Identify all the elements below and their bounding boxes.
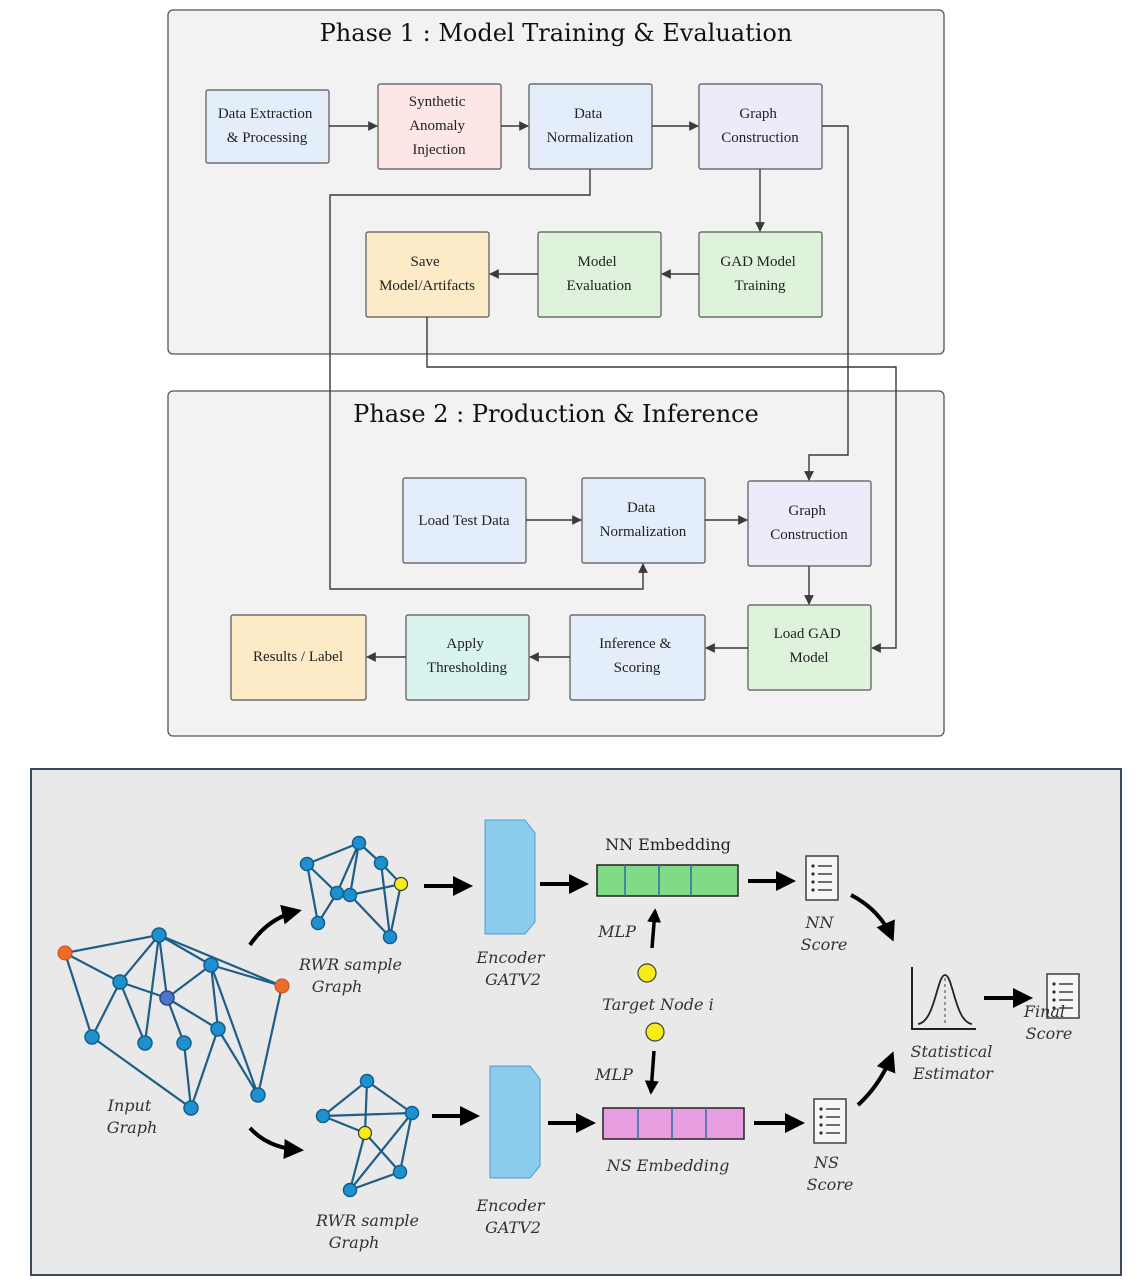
svg-text:Final Score: Final Score <box>1023 1002 1072 1043</box>
box-load-test-data: Load Test Data <box>402 477 527 564</box>
encoder-bottom: Encoder GATV2 <box>475 1065 549 1237</box>
box-inference-scoring: Inference & Scoring <box>569 614 706 701</box>
target-node-section: MLP Target Node i MLP <box>594 922 714 1084</box>
svg-text:Load Test Data: Load Test Data <box>418 513 509 529</box>
document-list-icon <box>813 1098 847 1144</box>
box-graph-construction-p1: Graph Construction <box>698 83 823 170</box>
svg-text:Data Normalization: Data Normalization <box>600 500 687 540</box>
box-data-extraction: Data Extraction & Processing <box>205 89 330 164</box>
box-synthetic-anomaly-injection: Synthetic Anomaly Injection <box>377 83 502 170</box>
phase2-title: Phase 2 : Production & Inference <box>353 400 759 428</box>
box-save-model-artifacts: Save Model/Artifacts <box>365 231 490 318</box>
box-data-normalization-p1: Data Normalization <box>528 83 653 170</box>
input-graph: Input Graph <box>57 927 290 1137</box>
box-results-label: Results / Label <box>230 614 367 701</box>
svg-text:Save Model/Artifacts: Save Model/Artifacts <box>379 254 475 294</box>
svg-text:NN Embedding: NN Embedding <box>605 835 731 854</box>
svg-text:Encoder GATV2: Encoder GATV2 <box>475 948 549 989</box>
ns-score: NS Score <box>807 1098 854 1194</box>
flow-arrows <box>424 871 1033 1133</box>
bell-curve-icon <box>911 967 976 1030</box>
box-graph-construction-p2: Graph Construction <box>747 480 872 567</box>
svg-text:GAD Model Training: GAD Model Training <box>720 254 799 294</box>
phase1-title: Phase 1 : Model Training & Evaluation <box>320 19 793 47</box>
mlp-label-top: MLP <box>597 922 636 941</box>
box-data-normalization-p2: Data Normalization <box>581 477 706 564</box>
svg-text:NN Score: NN Score <box>801 913 848 954</box>
svg-text:NS Embedding: NS Embedding <box>606 1156 730 1175</box>
nn-embedding: NN Embedding <box>596 835 739 897</box>
svg-text:RWR sample Graph: RWR sample Graph <box>298 955 407 996</box>
svg-text:Data Extraction & Proces: Data Extraction & Processing <box>218 106 316 146</box>
svg-text:Synthetic Anomaly: Synthetic Anomaly Injection <box>409 94 469 158</box>
svg-text:Data Normalization: Data Normalization <box>547 106 634 146</box>
phase1-connectors <box>329 121 765 279</box>
svg-text:NS Score: NS Score <box>807 1153 854 1194</box>
target-node-label: Target Node i <box>602 995 713 1014</box>
statistical-estimator: Statistical Estimator <box>911 967 998 1083</box>
svg-text:Graph Construction: Graph Construction <box>770 503 848 543</box>
box-apply-thresholding: Apply Thresholding <box>405 614 530 701</box>
ns-embedding: NS Embedding <box>602 1107 745 1175</box>
branch-arrows <box>248 904 304 1159</box>
document-list-icon <box>1046 973 1080 1019</box>
svg-text:Input Graph: Input Graph <box>107 1096 158 1137</box>
box-gad-model-training: GAD Model Training <box>698 231 823 318</box>
svg-text:Graph Construction: Graph Construction <box>721 106 799 146</box>
rwr-sample-graph-top: RWR sample Graph <box>298 835 409 996</box>
document-list-icon <box>805 855 839 901</box>
svg-text:Load GAD Model: Load GAD Model <box>774 626 845 666</box>
encoder-top: Encoder GATV2 <box>475 819 549 989</box>
svg-text:Model Evaluation: Model Evaluation <box>567 254 632 294</box>
phase2-connectors <box>329 125 897 662</box>
svg-text:Encoder GATV2: Encoder GATV2 <box>475 1196 549 1237</box>
svg-text:Results / Label: Results / Label <box>253 649 343 665</box>
box-load-gad-model: Load GAD Model <box>747 604 872 691</box>
box-model-evaluation: Model Evaluation <box>537 231 662 318</box>
mlp-label-bottom: MLP <box>594 1065 633 1084</box>
nn-score: NN Score <box>801 855 848 954</box>
rwr-sample-graph-bottom: RWR sample Graph <box>315 1073 424 1252</box>
svg-text:Inference & Scoring: Inference & Scoring <box>599 636 675 676</box>
svg-text:Statistical Estimator: Statistical Estimator <box>911 1042 998 1083</box>
architecture-panel <box>30 768 1122 1276</box>
svg-text:Apply Thresholding: Apply Thresholding <box>427 636 507 676</box>
final-score: Final Score <box>1023 973 1080 1043</box>
svg-text:RWR sample Graph: RWR sample Graph <box>315 1211 424 1252</box>
